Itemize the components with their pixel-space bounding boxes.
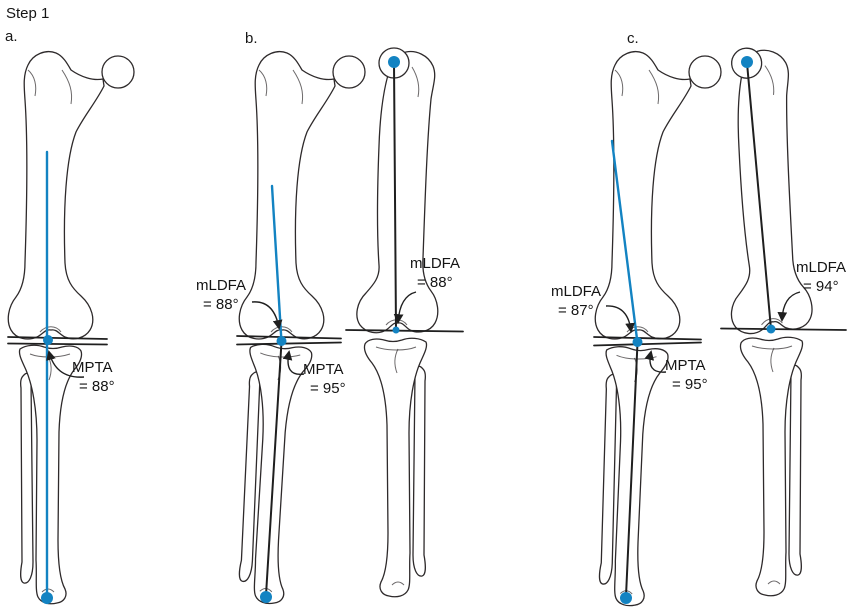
ankle-center-dot [620,592,632,604]
panel-b-drawing [236,47,464,606]
leg-b-right [356,47,439,598]
knee-center-dot [43,335,53,345]
femur-a [7,50,135,340]
mldfa-leader-arrow [605,305,635,333]
femoral-mechanical-axis-line [746,62,772,330]
knee-joint-line [345,329,464,333]
knee-joint-line [7,342,108,346]
leg-c-left [594,50,722,608]
knee-center-dot [276,336,287,346]
femur-b-left [238,50,366,340]
knee-center-dot [392,326,400,334]
annotation-value: = 94° [803,278,839,295]
knee-joint-line [236,341,342,346]
ankle-center-dot [260,591,272,603]
annotation-label: MPTA [665,357,706,374]
panel-c-drawing [593,43,847,608]
knee-joint-line [236,335,342,340]
annotation-mldfa-c-right: mLDFA = 94° [796,258,846,296]
annotation-label: MPTA [303,361,344,378]
panel-a-drawing [7,50,135,605]
annotation-label: mLDFA [410,255,461,272]
femoral-axis-line [610,139,639,345]
annotation-label: mLDFA [196,277,247,294]
mpta-leader-arrow [644,350,667,373]
knee-center-dot [766,324,776,334]
hip-center-dot [388,56,400,68]
annotation-value: = 88° [79,378,115,395]
knee-joint-line [7,336,108,340]
knee-center-dot [632,337,643,347]
femur-c-left [594,50,722,340]
annotation-mldfa-b-left: mLDFA = 88° [196,276,246,314]
panel-label-b: b. [245,30,258,47]
tibial-axis-line [265,341,283,596]
annotation-mpta-a: MPTA = 88° [72,358,115,396]
annotation-value: = 95° [672,376,708,393]
mldfa-leader-arrow [251,301,283,330]
annotation-label: MPTA [72,359,113,376]
annotation-mldfa-b-right: mLDFA = 88° [410,254,460,292]
knee-joint-line [593,336,702,341]
femoral-mechanical-axis-line [393,62,397,331]
lower-leg-b-left [236,343,313,606]
mpta-leader-arrow [282,350,305,376]
leg-c-right [707,43,815,597]
annotation-label: mLDFA [551,283,602,300]
annotation-value: = 88° [417,274,453,291]
mpta-leader-arrow [46,350,85,378]
tibial-axis-line [625,342,639,597]
annotation-value: = 95° [310,380,346,397]
annotation-mldfa-c-left: mLDFA = 87° [551,282,601,320]
lower-leg-b-right [363,337,428,598]
annotation-mpta-b: MPTA = 95° [303,360,346,398]
panel-label-c: c. [627,30,639,47]
annotation-mpta-c: MPTA = 95° [665,356,708,394]
leg-a [7,50,135,605]
hip-center-dot [741,56,753,68]
femoral-axis-line [270,184,283,344]
knee-joint-line [720,327,847,331]
lower-leg-c-left [596,345,669,608]
lower-leg-c-right [739,336,804,597]
panel-label-a: a. [5,28,18,45]
leg-b-left [236,50,366,606]
knee-joint-line [593,341,702,347]
mldfa-leader-arrow [393,291,417,324]
annotation-value: = 88° [203,296,239,313]
annotation-value: = 87° [558,302,594,319]
ankle-center-dot [41,592,53,604]
mldfa-leader-arrow [777,291,801,322]
step-title: Step 1 [6,5,50,22]
annotation-label: mLDFA [796,259,847,276]
